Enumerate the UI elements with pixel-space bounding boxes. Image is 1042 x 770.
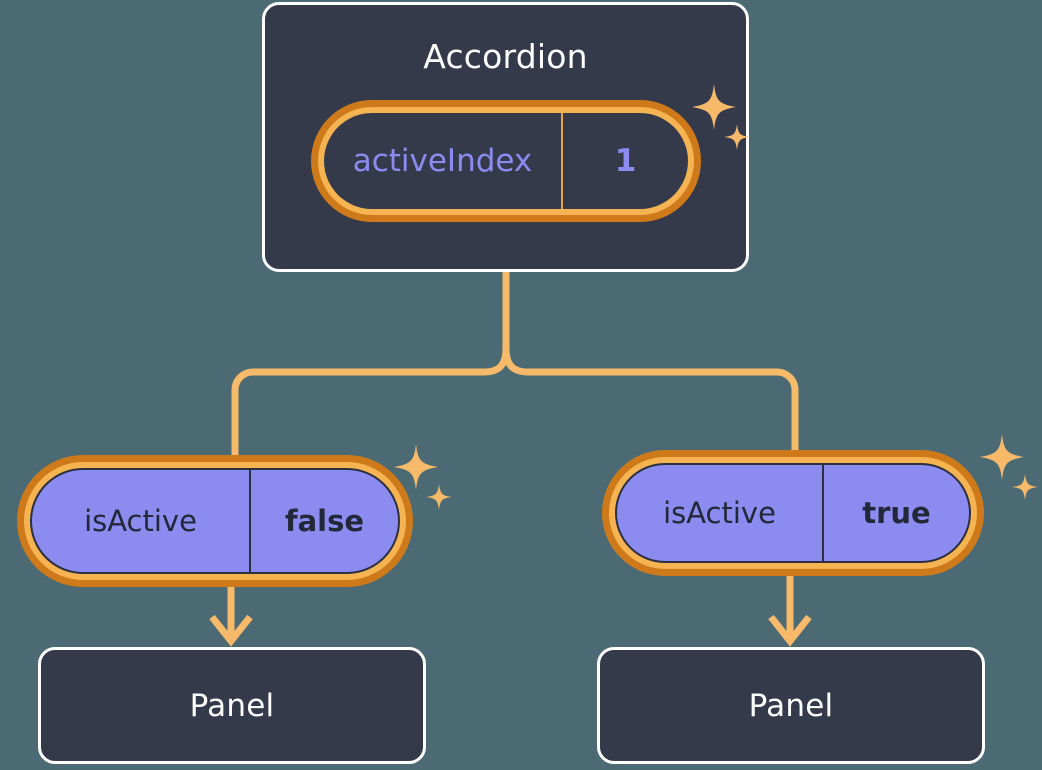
panel-component-left[interactable]: Panel [38, 647, 426, 764]
prop-pill-key: isActive [84, 504, 197, 538]
panel-title-right: Panel [748, 687, 834, 724]
wire-to-left-pill [231, 347, 510, 458]
arrow-down-icon-left [209, 614, 253, 647]
pill-body: isActive false [30, 468, 400, 574]
prop-pill-key: isActive [663, 496, 776, 530]
pill-body: activeIndex 1 [324, 113, 688, 209]
panel-title-left: Panel [189, 687, 275, 724]
prop-pill-value: true [822, 465, 969, 561]
arrow-down-icon-right [768, 614, 812, 647]
pill-ring-inner: isActive false [24, 462, 406, 580]
accordion-title: Accordion [423, 37, 588, 76]
prop-pill-isactive-false[interactable]: isActive false [17, 455, 413, 587]
prop-pill-value: false [249, 470, 398, 572]
state-pill-value: 1 [614, 143, 637, 179]
state-pill-key: activeIndex [324, 113, 563, 209]
pill-body: isActive true [615, 463, 971, 563]
wire-to-right-pill [502, 347, 799, 455]
panel-component-right[interactable]: Panel [597, 647, 985, 764]
state-pill-activeindex[interactable]: activeIndex 1 [311, 100, 701, 222]
sparkle-icon-right [980, 434, 1038, 500]
prop-pill-isactive-true[interactable]: isActive true [602, 450, 984, 576]
pill-ring-inner: activeIndex 1 [318, 107, 694, 215]
pill-ring-inner: isActive true [609, 457, 977, 569]
